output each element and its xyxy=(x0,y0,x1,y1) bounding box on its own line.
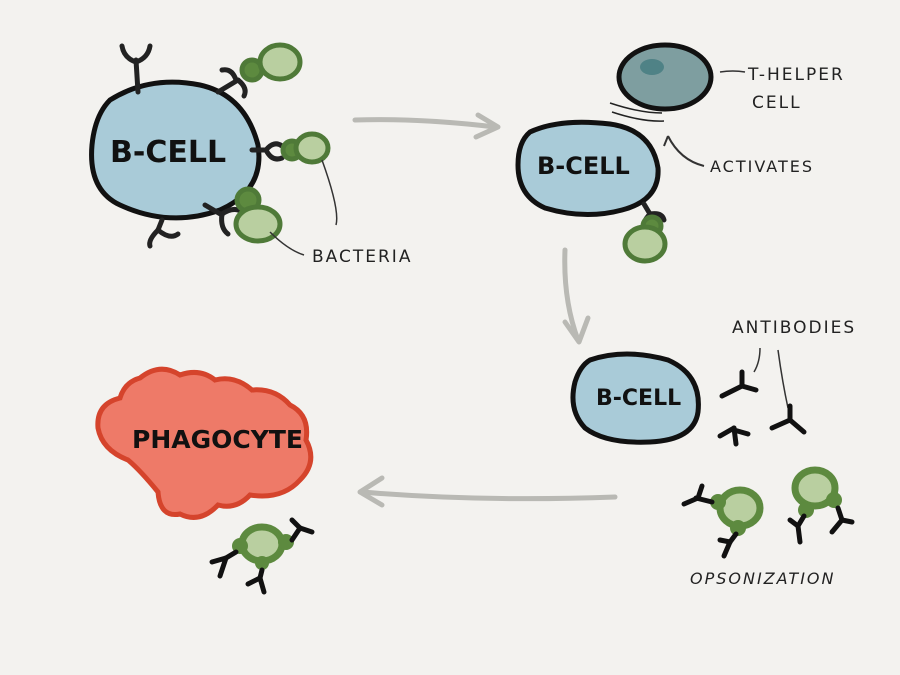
opsonized-bacteria-1 xyxy=(681,483,764,559)
activates-pointer xyxy=(663,135,705,167)
antibody-1 xyxy=(719,369,759,399)
antibody-2 xyxy=(769,403,807,435)
antibody-3 xyxy=(717,425,751,447)
thelper-nucleus xyxy=(640,59,664,75)
bcell-low-body xyxy=(570,351,701,445)
antibodies-label: ANTIBODIES xyxy=(732,318,856,338)
thelper-label-line1: T-HELPER xyxy=(747,65,845,85)
bcell-mid-body xyxy=(515,119,661,218)
bcell-mid-label: B-CELL xyxy=(537,152,630,180)
bacteria-3 xyxy=(233,186,283,244)
activation-lines xyxy=(609,102,665,122)
arrow-left-bottom xyxy=(357,475,618,508)
antibodies-pointer xyxy=(753,347,789,409)
phagocytosed-bacteria xyxy=(209,517,315,595)
phagocyte-label: PHAGOCYTE xyxy=(132,425,303,454)
activates-label: ACTIVATES xyxy=(710,157,814,176)
bacteria-label: BACTERIA xyxy=(312,247,412,267)
opsonization-group: OPSONIZATION xyxy=(681,466,855,588)
bcell-main-body xyxy=(89,79,262,221)
thelper-body xyxy=(616,42,714,112)
bcell-main: B-CELL BACTERIA xyxy=(89,42,412,267)
arrow-down-right xyxy=(562,247,591,345)
bacteria-pointer xyxy=(269,159,338,256)
opsonization-label: OPSONIZATION xyxy=(690,569,835,588)
phagocyte: PHAGOCYTE xyxy=(95,366,315,595)
bacteria-1 xyxy=(239,42,303,83)
antibodies: ANTIBODIES xyxy=(717,318,856,447)
thelper-pointer xyxy=(719,70,746,73)
opsonized-bacteria-2 xyxy=(787,466,855,545)
thelper-cell: T-HELPER CELL xyxy=(609,42,845,122)
bcell-low-label: B-CELL xyxy=(596,386,681,411)
thelper-label-line2: CELL xyxy=(752,93,802,113)
bcell-low: B-CELL xyxy=(570,351,701,445)
bacteria-4 xyxy=(622,214,668,264)
arrow-right-top xyxy=(352,112,501,140)
bcell-mid: B-CELL ACTIVATES xyxy=(515,119,814,264)
phagocyte-body xyxy=(95,366,314,520)
bacteria-2 xyxy=(280,131,331,165)
bcell-main-label: B-CELL xyxy=(110,135,226,170)
